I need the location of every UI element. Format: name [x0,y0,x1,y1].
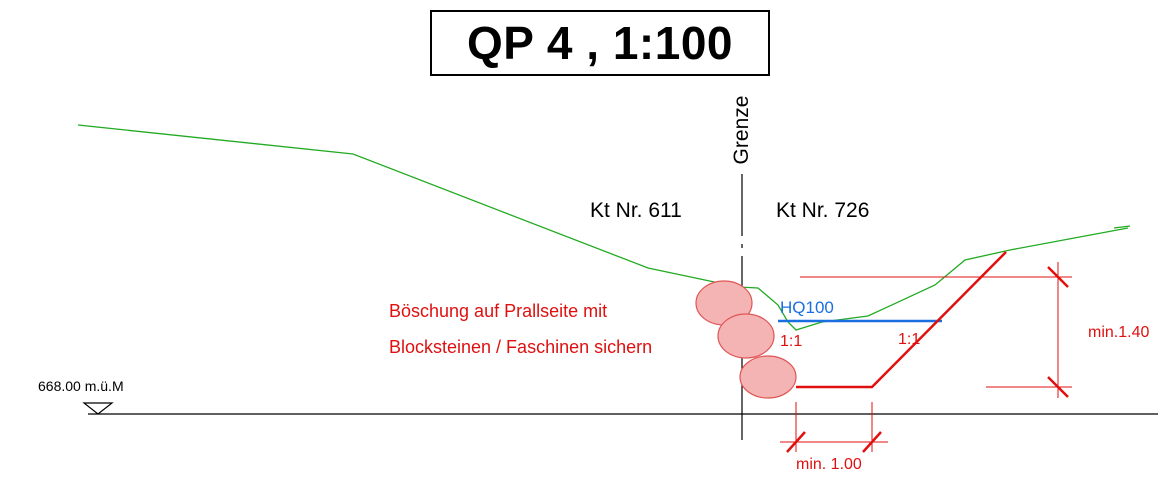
note-line-2: Blocksteinen / Faschinen sichern [389,337,653,357]
terrain-line [77,124,1129,331]
dim-width-tick-left [786,431,806,453]
dim-height-label: min.1.40 [1088,324,1150,341]
terrain-tick [1113,225,1131,229]
water-level-label: HQ100 [780,298,834,317]
drawing-title: QP 4 , 1:100 [467,17,733,69]
reference-level-label: 668.00 m.ü.M [38,378,124,394]
parcel-left-label: Kt Nr. 611 [590,199,682,222]
rock-block-3 [739,355,797,399]
channel-profile [796,251,1007,389]
slope-left-label: 1:1 [780,333,803,350]
slope-right-label: 1:1 [898,331,921,348]
parcel-right-label: Kt Nr. 726 [776,199,870,222]
dim-width-tick-right [862,431,882,453]
dim-width-label: min. 1.00 [796,456,862,473]
boundary-label: Grenze [730,95,753,165]
dim-height-tick-bottom [1047,376,1069,398]
level-marker-icon [82,402,114,415]
note-line-1: Böschung auf Prallseite mit [389,301,608,321]
dim-height-tick-top [1047,266,1069,288]
title-box: QP 4 , 1:100 [430,10,770,76]
rock-block-2 [717,313,775,359]
